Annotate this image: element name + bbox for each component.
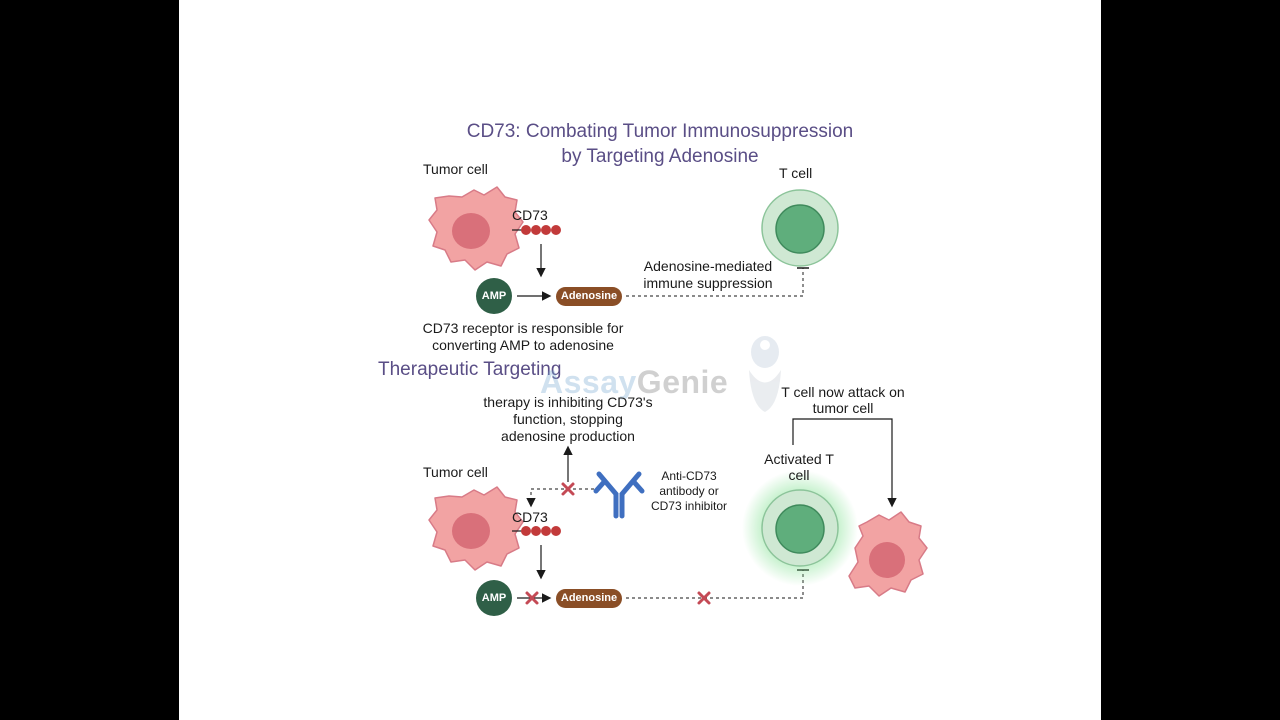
section-title-therapeutic: Therapeutic Targeting: [378, 359, 562, 380]
therapy-text-line3: adenosine production: [501, 428, 635, 444]
attack-label-line2: tumor cell: [812, 400, 874, 416]
adenosine-node-bottom: Adenosine: [556, 589, 622, 608]
target-tumor-cell: [848, 511, 928, 597]
suppression-label-line2: immune suppression: [643, 275, 773, 291]
genie-watermark-icon: [749, 336, 781, 412]
caption-line2: converting AMP to adenosine: [432, 337, 614, 353]
dashed-suppression-path: [626, 268, 804, 297]
diagram-title-line1: CD73: Combating Tumor Immunosuppression: [466, 121, 854, 142]
cd73-label-bottom: CD73: [512, 509, 548, 525]
adenosine-node-top: Adenosine: [556, 287, 622, 306]
watermark-part1: Assay: [540, 364, 637, 400]
attack-label-line1: T cell now attack on: [781, 384, 905, 400]
t-cell-top: [761, 189, 839, 267]
block-x-suppression: [697, 591, 711, 605]
caption-line1: CD73 receptor is responsible for: [422, 320, 624, 336]
t-cell-label: T cell: [779, 165, 813, 181]
block-x-inhibitor: [561, 482, 575, 496]
amp-node-top: AMP: [476, 278, 512, 314]
tumor-cell-label-bottom: Tumor cell: [423, 464, 488, 480]
tumor-cell-bottom: [428, 486, 524, 571]
block-x-conversion: [525, 591, 539, 605]
antibody-label-line3: CD73 inhibitor: [650, 499, 728, 513]
diagram-graphics: [428, 186, 928, 605]
cd73-label-top: CD73: [512, 207, 548, 223]
activated-t-cell-label-line2: cell: [788, 467, 810, 483]
antibody-label-line1: Anti-CD73: [661, 469, 717, 483]
antibody-label-line2: antibody or: [659, 484, 719, 498]
cd73-receptor-bottom: [512, 526, 561, 536]
diagram-canvas: CD73: Combating Tumor Immunosuppression …: [179, 0, 1101, 720]
amp-node-bottom: AMP: [476, 580, 512, 616]
cd73-receptor-top: [512, 225, 561, 235]
tumor-cell-label-top: Tumor cell: [423, 161, 488, 177]
suppression-label-line1: Adenosine-mediated: [643, 258, 773, 274]
activated-t-cell: [742, 470, 858, 586]
assaygenie-watermark: AssayGenie: [540, 364, 728, 401]
therapy-text-line1: therapy is inhibiting CD73's: [483, 394, 653, 410]
dashed-suppression-path-bottom: [626, 570, 804, 599]
tumor-cell-top: [428, 186, 524, 271]
arrow-attack-tumor: [792, 418, 897, 508]
watermark-part2: Genie: [636, 364, 729, 400]
dashed-inhibitor-path: [526, 488, 594, 508]
antibody-icon: [593, 471, 645, 519]
activated-t-cell-label-line1: Activated T: [764, 451, 834, 467]
therapy-text-line2: function, stopping: [513, 411, 623, 427]
diagram-title-line2: by Targeting Adenosine: [561, 146, 759, 167]
